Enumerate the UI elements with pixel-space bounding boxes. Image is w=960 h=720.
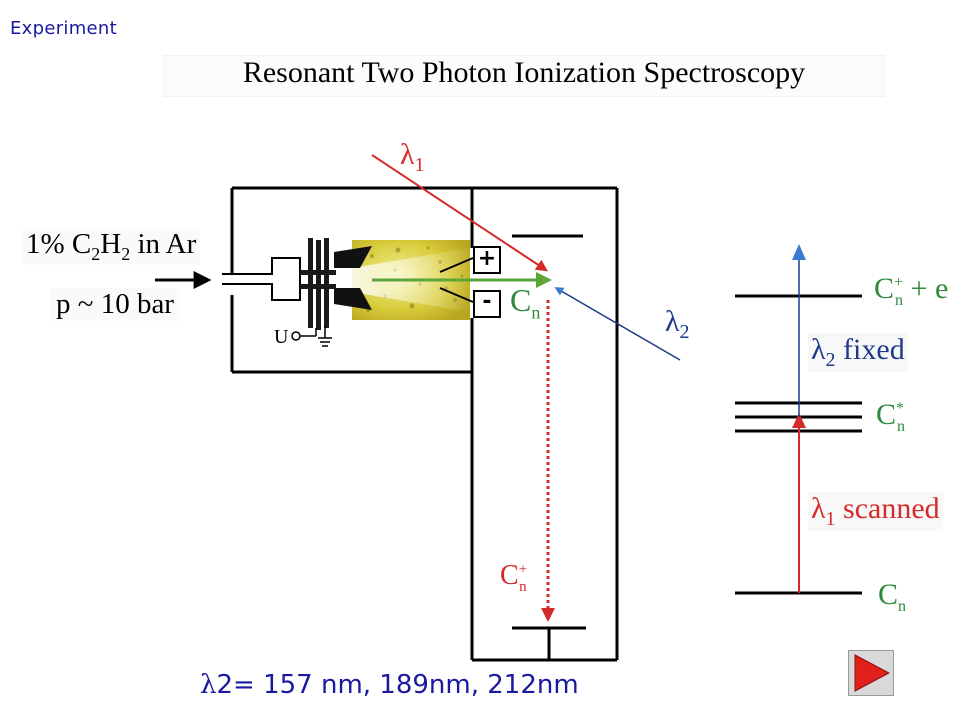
slide-title: Resonant Two Photon Ionization Spectrosc… bbox=[242, 56, 806, 89]
vacuum-chamber bbox=[230, 186, 619, 662]
wire-plus bbox=[439, 257, 474, 273]
wire-minus bbox=[439, 287, 474, 303]
slide-header: Experiment bbox=[10, 18, 118, 39]
ion-flight-arrowhead bbox=[541, 608, 555, 622]
level-ground-label: Cn bbox=[878, 578, 907, 615]
pressure-label: p ~ 10 bar bbox=[50, 288, 180, 321]
play-arrow-icon bbox=[854, 654, 891, 692]
laser2-beam bbox=[554, 287, 681, 361]
level-ionized-label: C+n + e bbox=[874, 272, 949, 309]
next-slide-button[interactable] bbox=[848, 650, 894, 696]
electrode-stack bbox=[300, 238, 336, 330]
voltage-label: U bbox=[274, 326, 289, 348]
minus-electrode-label: - bbox=[473, 290, 501, 318]
nozzle bbox=[222, 257, 301, 301]
voltage-ground bbox=[291, 326, 332, 347]
cluster-label: Cn bbox=[510, 282, 541, 323]
nozzle-cone-top bbox=[334, 246, 372, 268]
laser2-label: λ2 bbox=[665, 305, 690, 343]
laser1-beam bbox=[371, 154, 549, 272]
transition-scanned-arrowhead bbox=[792, 413, 806, 428]
level-excited-label: C*n bbox=[876, 398, 906, 435]
transition-scanned-label: λ1 scanned bbox=[808, 492, 943, 531]
gas-mixture-label: 1% C2H2 in Ar bbox=[22, 228, 201, 265]
nozzle-cone-bottom bbox=[334, 288, 372, 310]
title-background bbox=[163, 55, 885, 97]
laser1-label: λ1 bbox=[400, 138, 425, 176]
transition-fixed-label: λ2 fixed bbox=[808, 333, 908, 372]
wavelength-list: λ2= 157 nm, 189nm, 212nm bbox=[200, 670, 579, 700]
detected-ion-label: C+n bbox=[500, 560, 528, 595]
transition-fixed-arrowhead bbox=[792, 244, 806, 260]
ion-detector bbox=[512, 626, 586, 660]
cluster-beam-arrowhead bbox=[536, 272, 552, 288]
plus-electrode-label: + bbox=[473, 246, 501, 274]
